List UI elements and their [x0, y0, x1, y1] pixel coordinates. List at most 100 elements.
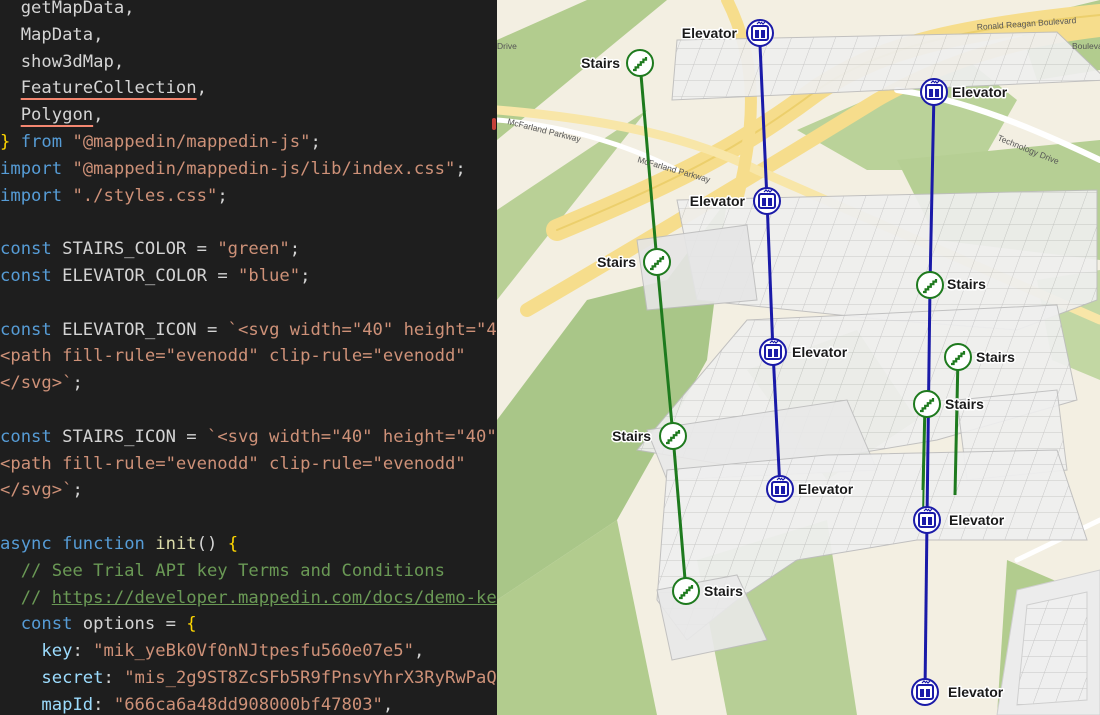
code-token: "blue": [238, 266, 301, 286]
code-token: const: [0, 319, 52, 340]
code-token: const: [0, 266, 52, 286]
map-canvas[interactable]: Drive Ronald Reagan Boulevard Boulevard …: [497, 0, 1100, 715]
elevator-icon: [920, 78, 948, 106]
code-token: from: [20, 132, 63, 152]
stairs-marker[interactable]: Stairs: [913, 390, 986, 418]
floors: [636, 31, 1100, 661]
code-token: <path fill-rule="evenodd" clip-rule="eve…: [0, 346, 466, 367]
code-token: "green": [217, 239, 290, 260]
code-token: "666ca6a48dd908000bf47803": [113, 694, 383, 715]
code-line: const ELEVATOR_COLOR = "blue";: [0, 263, 310, 290]
code-line: key: "mik_yeBk0Vf0nNJtpesfu560e07e5",: [0, 638, 424, 665]
code-line: // See Trial API key Terms and Condition…: [0, 558, 445, 585]
code-token: ,: [413, 641, 425, 662]
code-token: ;: [289, 239, 301, 260]
code-token: :: [93, 694, 114, 715]
code-token: show3dMap,: [0, 51, 125, 72]
stairs-label: Stairs: [597, 254, 636, 270]
code-token: secret: [41, 668, 104, 688]
code-token: const: [20, 614, 73, 635]
elevator-icon: [913, 506, 941, 534]
code-line: const options = {: [0, 611, 197, 638]
code-token: const: [0, 239, 52, 260]
code-token: :: [103, 668, 125, 688]
code-line: const STAIRS_ICON = `<svg width="40" hei…: [0, 424, 497, 451]
code-line: import "./styles.css";: [0, 183, 228, 210]
code-line: mapId: "666ca6a48dd908000bf47803",: [0, 692, 393, 715]
stairs-marker[interactable]: Stairs: [916, 271, 988, 299]
code-token: <path fill-rule="evenodd" clip-rule="eve…: [0, 453, 466, 474]
code-token: // See Trial API key Terms and Condition…: [20, 560, 445, 581]
code-token: ELEVATOR_COLOR =: [51, 266, 239, 286]
elevator-marker[interactable]: Elevator: [759, 338, 849, 366]
elevator-icon: [759, 338, 787, 366]
code-token: [0, 588, 21, 608]
code-token: `<svg width="40" height="40": [227, 319, 497, 340]
elevator-marker[interactable]: Elevator: [680, 19, 774, 47]
map-markers[interactable]: ElevatorElevatorElevatorElevatorElevator…: [580, 19, 1017, 706]
stairs-icon: [643, 248, 671, 276]
stairs-icon: [916, 271, 944, 299]
elevator-marker[interactable]: Elevator: [911, 678, 1005, 706]
stairs-icon: [913, 390, 941, 418]
code-line: import "@mappedin/mappedin-js/lib/index.…: [0, 156, 466, 183]
stairs-label: Stairs: [947, 276, 986, 292]
code-token: "@mappedin/mappedin-js/lib/index.css": [72, 158, 456, 179]
code-token: ;: [72, 480, 83, 501]
stairs-marker[interactable]: Stairs: [672, 577, 745, 605]
code-editor[interactable]: getMapData, MapData, show3dMap, FeatureC…: [0, 0, 497, 715]
code-token: ;: [455, 158, 466, 179]
map-view[interactable]: Drive Ronald Reagan Boulevard Boulevard …: [497, 0, 1100, 715]
code-token: ,: [382, 694, 394, 715]
stairs-icon: [672, 577, 700, 605]
elevator-icon: [766, 475, 794, 503]
elevator-icon: [911, 678, 939, 706]
code-token: (): [196, 534, 228, 554]
code-token: https://developer.mappedin.com/docs/demo…: [51, 587, 497, 608]
stairs-icon: [659, 422, 687, 450]
elevator-label: Elevator: [682, 25, 738, 41]
code-token: ELEVATOR_ICON =: [51, 319, 228, 340]
code-token: ,: [93, 105, 104, 126]
code-line: } from "@mappedin/mappedin-js";: [0, 129, 321, 156]
code-token: STAIRS_ICON =: [51, 426, 207, 447]
code-token: [62, 186, 72, 206]
elevator-marker[interactable]: Elevator: [766, 475, 855, 503]
code-line: </svg>`;: [0, 477, 83, 504]
code-token: }: [0, 132, 11, 152]
elevator-label: Elevator: [690, 193, 746, 209]
code-token: [52, 534, 62, 554]
code-token: `<svg width="40" height="40": [206, 426, 497, 447]
road-label: Boulevard: [1072, 41, 1100, 51]
code-token: Polygon: [20, 105, 94, 126]
elevator-marker[interactable]: Elevator: [920, 78, 1009, 106]
stairs-marker[interactable]: Stairs: [944, 343, 1017, 371]
stairs-marker[interactable]: Stairs: [596, 248, 671, 276]
code-token: mapId: [41, 694, 94, 715]
code-token: const: [0, 426, 52, 447]
elevator-marker[interactable]: Elevator: [913, 506, 1006, 534]
code-token: FeatureCollection: [20, 78, 197, 99]
code-token: [0, 614, 21, 634]
code-token: ;: [310, 132, 321, 152]
code-token: [0, 105, 21, 125]
error-indicator: [492, 118, 496, 130]
code-line: secret: "mis_2g9ST8ZcSFb5R9fPnsvYhrX3RyR…: [0, 665, 497, 692]
code-token: [0, 561, 21, 581]
code-token: init: [155, 534, 197, 554]
code-token: "./styles.css": [72, 185, 218, 206]
code-token: import: [0, 158, 63, 179]
elevator-marker[interactable]: Elevator: [688, 187, 781, 215]
code-token: {: [186, 614, 197, 635]
stairs-marker[interactable]: Stairs: [611, 422, 687, 450]
stairs-icon: [944, 343, 972, 371]
building-block: [996, 569, 1100, 715]
code-token: [0, 641, 41, 661]
code-token: ;: [217, 185, 228, 206]
code-token: </svg>`: [0, 373, 73, 394]
code-token: [0, 78, 21, 98]
stairs-icon: [626, 49, 654, 77]
code-line: show3dMap,: [0, 49, 125, 76]
code-token: getMapData,: [0, 0, 135, 18]
stairs-marker[interactable]: Stairs: [580, 49, 654, 77]
